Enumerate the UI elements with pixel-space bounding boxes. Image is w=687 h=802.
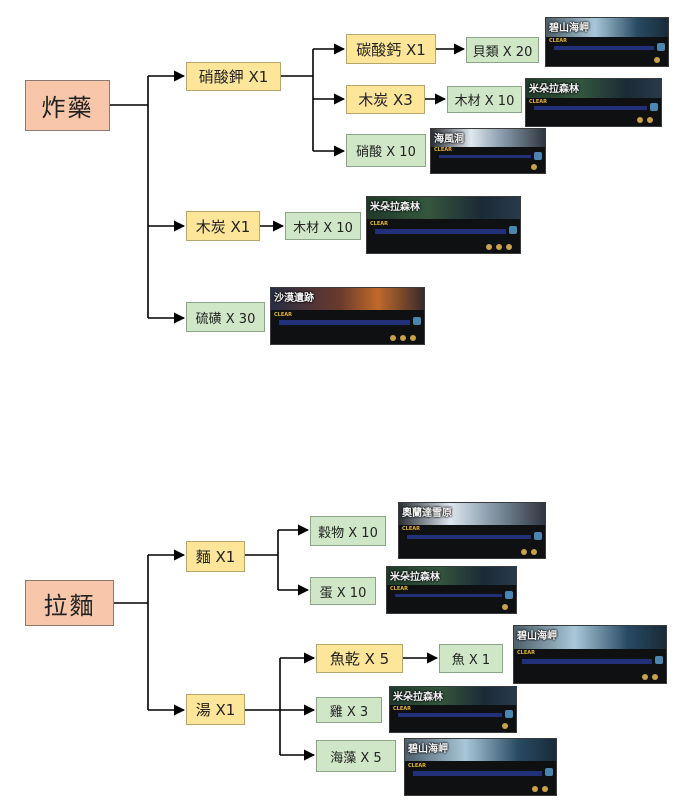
node-nitric-acid: 硝酸 X 10 (346, 134, 426, 167)
node-chicken: 雞 X 3 (316, 697, 382, 723)
location-card: 碧山海岬 CLEAR (545, 17, 669, 67)
node-potassium-nitrate: 硝酸鉀 X1 (186, 62, 281, 91)
location-card: 碧山海岬 CLEAR (513, 625, 667, 684)
node-seaweed: 海藻 X 5 (316, 740, 396, 772)
node-grain: 穀物 X 10 (310, 516, 386, 546)
location-card: 米朵拉森林 CLEAR (366, 196, 521, 254)
node-charcoal-b: 木炭 X1 (186, 211, 260, 241)
node-fish: 魚 X 1 (439, 644, 503, 673)
location-card: 沙漠遺跡 CLEAR (270, 287, 425, 345)
node-wood-b: 木材 X 10 (285, 212, 361, 240)
location-card: 海風洞 CLEAR (430, 128, 546, 174)
node-dried-fish: 魚乾 X 5 (316, 644, 403, 673)
node-charcoal-a: 木炭 X3 (346, 85, 425, 114)
location-card: 碧山海岬 CLEAR (404, 738, 557, 796)
node-sulfur: 硫磺 X 30 (186, 302, 265, 332)
root-ramen: 拉麵 (25, 580, 114, 626)
location-card: 奧蘭達雪原 CLEAR (398, 502, 546, 559)
node-wood-a: 木材 X 10 (447, 86, 522, 113)
root-explosive: 炸藥 (25, 80, 110, 131)
location-card: 米朵拉森林 CLEAR (386, 566, 517, 614)
node-egg: 蛋 X 10 (310, 577, 376, 605)
location-card: 米朵拉森林 CLEAR (389, 686, 517, 733)
node-soup: 湯 X1 (186, 694, 245, 725)
node-noodle: 麵 X1 (186, 541, 245, 572)
node-shells: 貝類 X 20 (466, 37, 539, 63)
location-card: 米朵拉森林 CLEAR (525, 78, 662, 127)
node-calcium-carbonate: 碳酸鈣 X1 (346, 34, 436, 64)
